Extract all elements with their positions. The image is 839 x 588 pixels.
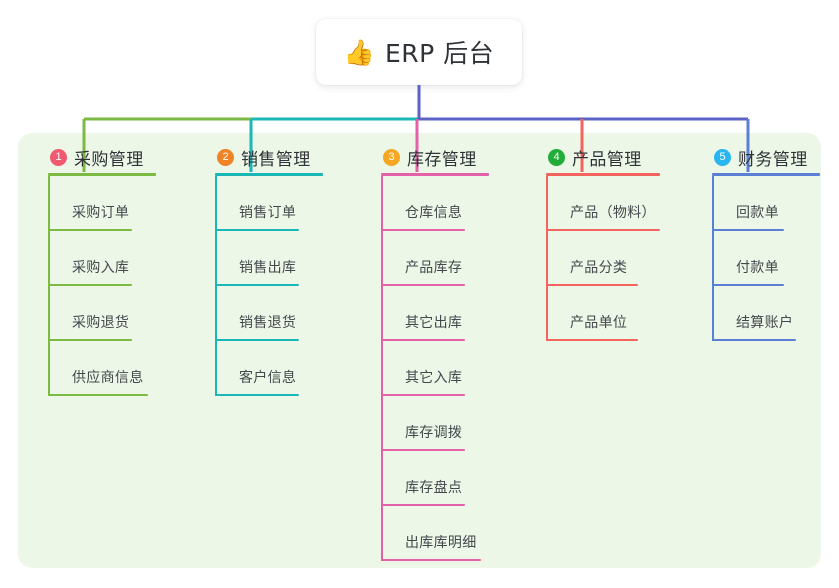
leaf-item-label: 产品分类: [570, 260, 628, 276]
branch-column-2: 2 销售管理销售订单销售出库销售退货客户信息: [197, 145, 323, 396]
leaf-underline: [48, 394, 148, 396]
branch-header-2[interactable]: 2 销售管理: [197, 145, 323, 176]
leaf-item-label: 采购退货: [72, 315, 130, 331]
branch-header-3[interactable]: 3 库存管理: [363, 145, 489, 176]
thumbs-up-icon: 👍: [343, 37, 375, 67]
leaf-underline: [381, 559, 481, 561]
leaf-underline: [546, 339, 638, 341]
root-node-label: ERP 后台: [384, 39, 495, 68]
branch-column-4: 4 产品管理产品（物料） 产品分类产品单位: [528, 145, 660, 341]
leaf-item-label: 产品库存: [405, 260, 463, 276]
leaf-underline: [712, 339, 796, 341]
leaf-underline: [381, 449, 465, 451]
leaf-underline: [48, 339, 132, 341]
branch-header-4[interactable]: 4 产品管理: [528, 145, 660, 176]
branch-underline: [215, 173, 323, 176]
leaf-item-label: 采购订单: [72, 205, 130, 221]
branch-label: 财务管理: [738, 149, 808, 170]
branch-badge-5: 5: [714, 148, 731, 166]
branch-column-1: 1 采购管理采购订单采购入库采购退货供应商信息: [30, 145, 156, 396]
leaf-item-label: 供应商信息: [72, 370, 144, 386]
branch-badge-4: 4: [548, 148, 565, 166]
leaf-underline: [381, 339, 465, 341]
branch-underline: [48, 173, 156, 176]
leaf-item-label: 结算账户: [736, 315, 794, 331]
leaf-underline: [712, 229, 784, 231]
branch-spine: [546, 176, 548, 341]
branch-spine: [48, 176, 50, 396]
branch-label: 销售管理: [241, 149, 311, 170]
branch-underline: [381, 173, 489, 176]
branch-column-3: 3 库存管理仓库信息产品库存其它出库其它入库库存调拨库存盘点出库库明细: [363, 145, 489, 561]
leaf-item-label: 其它入库: [405, 370, 463, 386]
leaf-underline: [381, 284, 465, 286]
leaf-underline: [215, 229, 299, 231]
branch-underline: [712, 173, 820, 176]
branch-spine: [215, 176, 217, 396]
leaf-underline: [215, 284, 299, 286]
leaf-underline: [381, 504, 465, 506]
leaf-item-label: 仓库信息: [405, 205, 463, 221]
branch-header-1[interactable]: 1 采购管理: [30, 145, 156, 176]
leaf-underline: [215, 394, 299, 396]
diagram-background-panel: [18, 133, 821, 568]
branch-label: 采购管理: [74, 149, 144, 170]
leaf-underline: [546, 284, 638, 286]
leaf-item-label: 销售退货: [239, 315, 297, 331]
leaf-item-label: 库存盘点: [405, 480, 463, 496]
leaf-underline: [546, 229, 660, 231]
root-node[interactable]: 👍 ERP 后台: [316, 19, 522, 85]
leaf-underline: [712, 284, 784, 286]
leaf-item-label: 客户信息: [239, 370, 297, 386]
branch-underline: [546, 173, 660, 176]
leaf-underline: [48, 284, 132, 286]
leaf-item-label: 库存调拨: [405, 425, 463, 441]
leaf-underline: [381, 229, 465, 231]
branch-badge-2: 2: [217, 148, 234, 166]
leaf-item-label: 其它出库: [405, 315, 463, 331]
leaf-item-label: 产品单位: [570, 315, 628, 331]
leaf-item-label: 销售出库: [239, 260, 297, 276]
leaf-underline: [48, 229, 132, 231]
leaf-item-label: 销售订单: [239, 205, 297, 221]
branch-label: 库存管理: [407, 149, 477, 170]
leaf-item-label: 回款单: [736, 205, 779, 221]
branch-header-5[interactable]: 5 财务管理: [694, 145, 820, 176]
leaf-item-label: 付款单: [736, 260, 779, 276]
leaf-underline: [215, 339, 299, 341]
branch-badge-3: 3: [383, 148, 400, 166]
branch-label: 产品管理: [572, 149, 642, 170]
branch-column-5: 5 财务管理回款单付款单结算账户: [694, 145, 820, 341]
leaf-item-label: 出库库明细: [405, 535, 477, 551]
branch-badge-1: 1: [50, 148, 67, 166]
leaf-item-label: 采购入库: [72, 260, 130, 276]
leaf-item-label: 产品（物料）: [570, 205, 656, 221]
branch-spine: [712, 176, 714, 341]
leaf-underline: [381, 394, 465, 396]
branch-spine: [381, 176, 383, 561]
